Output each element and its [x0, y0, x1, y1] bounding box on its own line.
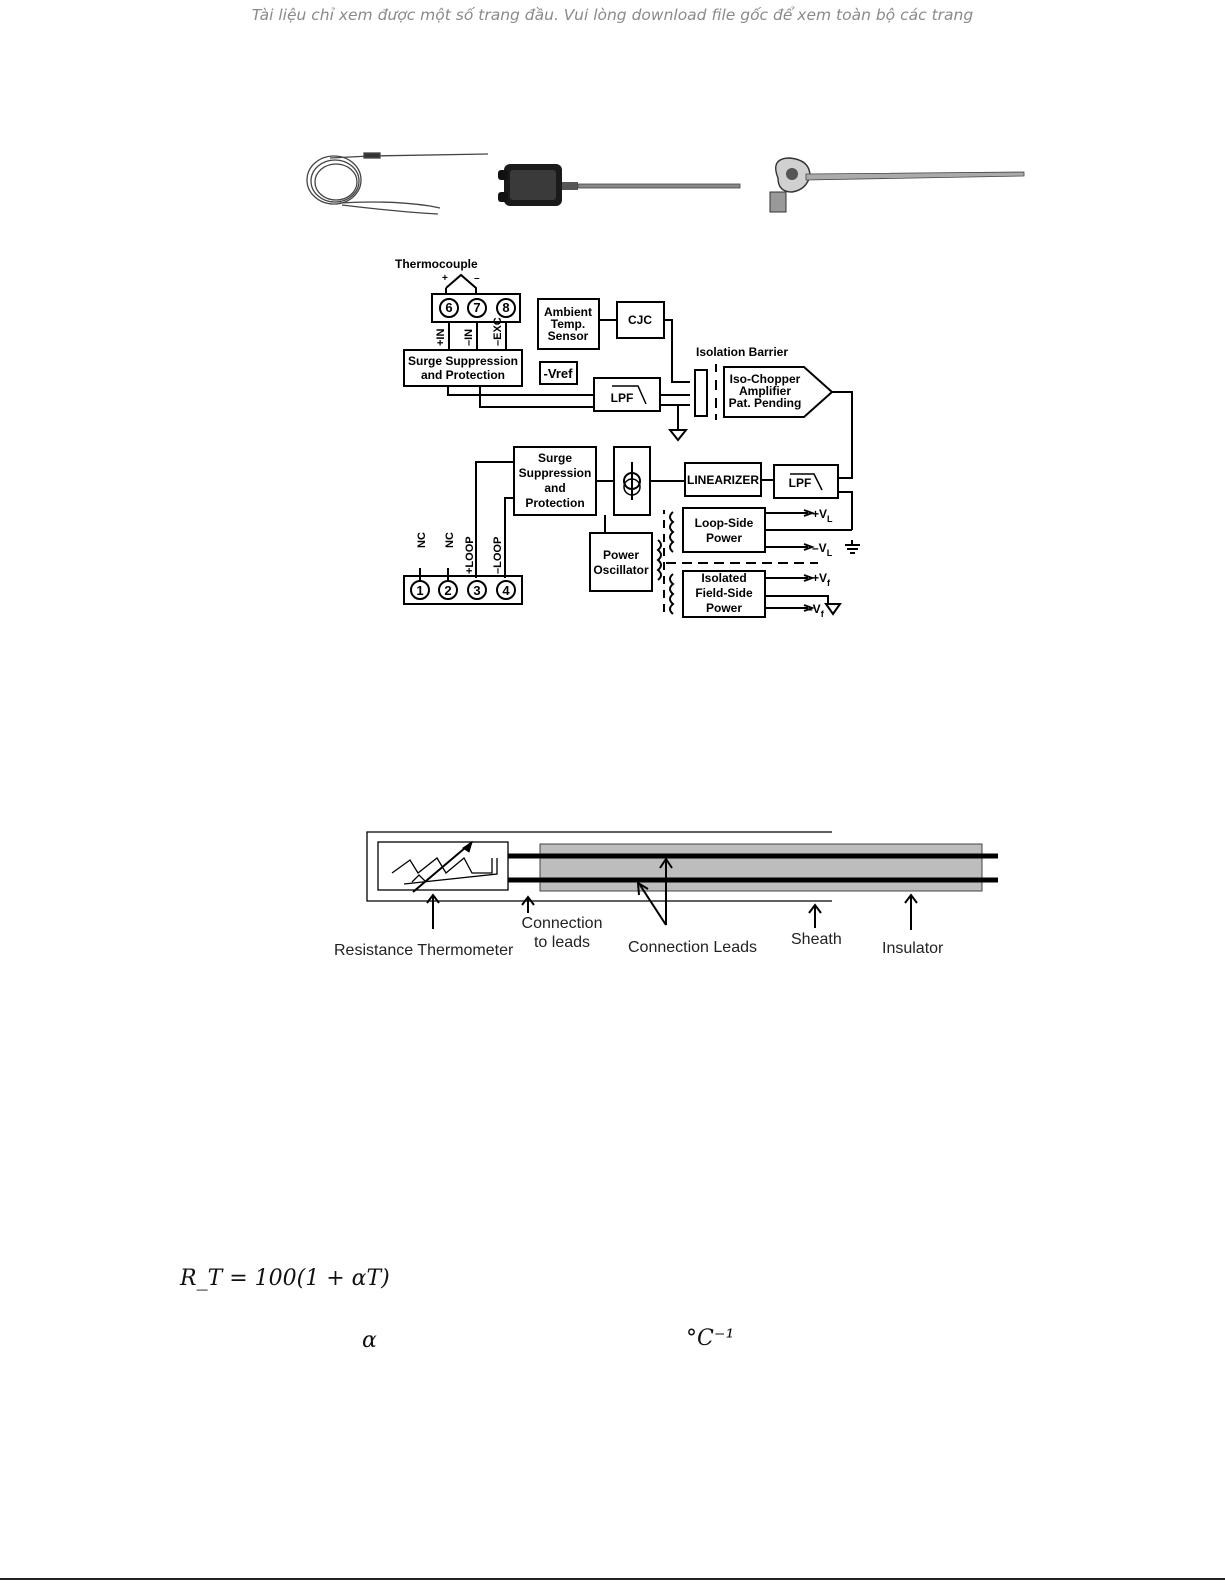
power-osc-line1: Power	[603, 548, 639, 562]
isolation-barrier-label: Isolation Barrier	[696, 345, 788, 359]
lpf-top-label: LPF	[611, 391, 634, 405]
surge-bottom-line1: Surge	[538, 451, 572, 465]
power-osc-line2: Oscillator	[593, 563, 649, 577]
label-to-leads: to leads	[534, 934, 590, 951]
signal-conditioner-block-diagram: Thermocouple + – 6 7 8 +IN –IN –EXC Surg…	[390, 257, 860, 626]
thermocouple-photo-strip	[306, 152, 1025, 215]
resistance-equation: R_T = 100(1 + αT)	[180, 1266, 390, 1291]
field-power-line1: Isolated	[701, 571, 746, 585]
loop-power-line1: Loop-Side	[695, 516, 754, 530]
vref-label: -Vref	[544, 366, 574, 381]
coiled-probe-image	[306, 152, 489, 215]
label-connection-leads: Connection Leads	[628, 939, 757, 956]
loop-power-line2: Power	[706, 531, 742, 545]
svg-text:Tai: Tai	[390, 620, 462, 626]
label-connection: Connection	[522, 915, 603, 932]
minus-vl-label: –VL	[812, 541, 833, 558]
lpf-bottom-label: LPF	[789, 476, 812, 490]
label-plus-in: +IN	[435, 329, 447, 346]
label-minus-exc: –EXC	[492, 317, 504, 346]
alpha-symbol: α	[362, 1328, 377, 1353]
linearizer-label: LINEARIZER	[687, 473, 759, 487]
terminal-1: 1	[416, 583, 423, 598]
alpha-unit: °C⁻¹	[686, 1326, 735, 1351]
field-power-line3: Power	[706, 601, 742, 615]
minus-vf-label: –Vf	[806, 602, 825, 619]
cjc-label: CJC	[628, 313, 652, 327]
label-nc-2: NC	[444, 532, 456, 548]
terminal-6: 6	[445, 300, 452, 315]
ambient-line3: Sensor	[548, 329, 589, 343]
surge-top-line1: Surge Suppression	[408, 354, 518, 368]
thermocouple-plus: +	[442, 273, 448, 284]
surge-bottom-line3: and	[544, 481, 565, 495]
terminal-7: 7	[473, 300, 480, 315]
amplifier-line2: Amplifier	[739, 384, 791, 398]
label-minus-loop: –LOOP	[492, 537, 504, 574]
field-power-line2: Field-Side	[695, 586, 753, 600]
rtd-construction-diagram: Resistance Thermometer Connection to lea…	[334, 831, 998, 959]
surge-top-line2: and Protection	[421, 368, 505, 382]
watermark-logo: Tai	[390, 620, 462, 626]
label-minus-in: –IN	[463, 329, 475, 346]
label-insulator: Insulator	[882, 940, 944, 957]
terminal-4: 4	[502, 583, 510, 598]
download-notice-banner: Tài liệu chỉ xem được một số trang đầu. …	[251, 6, 974, 24]
label-nc-1: NC	[416, 532, 428, 548]
label-plus-loop: +LOOP	[464, 536, 476, 574]
amplifier-line3: Pat. Pending	[729, 396, 802, 410]
terminal-8: 8	[502, 300, 509, 315]
terminal-2: 2	[444, 583, 451, 598]
label-resistance-thermometer: Resistance Thermometer	[334, 942, 514, 959]
plus-vl-label: +VL	[812, 507, 833, 524]
connector-probe-image	[498, 164, 741, 206]
amplifier-line1: Iso-Chopper	[730, 372, 801, 386]
ambient-line2: Temp.	[551, 317, 585, 331]
page-bottom-rule	[0, 1578, 1225, 1580]
terminal-3: 3	[473, 583, 480, 598]
plus-vf-label: +Vf	[812, 571, 831, 588]
ambient-line1: Ambient	[544, 305, 592, 319]
surge-bottom-line4: Protection	[525, 496, 584, 510]
label-sheath: Sheath	[791, 931, 842, 948]
head-probe-image	[769, 157, 1025, 213]
surge-bottom-line2: Suppression	[519, 466, 592, 480]
thermocouple-minus: –	[474, 273, 480, 284]
thermocouple-label: Thermocouple	[395, 257, 478, 271]
